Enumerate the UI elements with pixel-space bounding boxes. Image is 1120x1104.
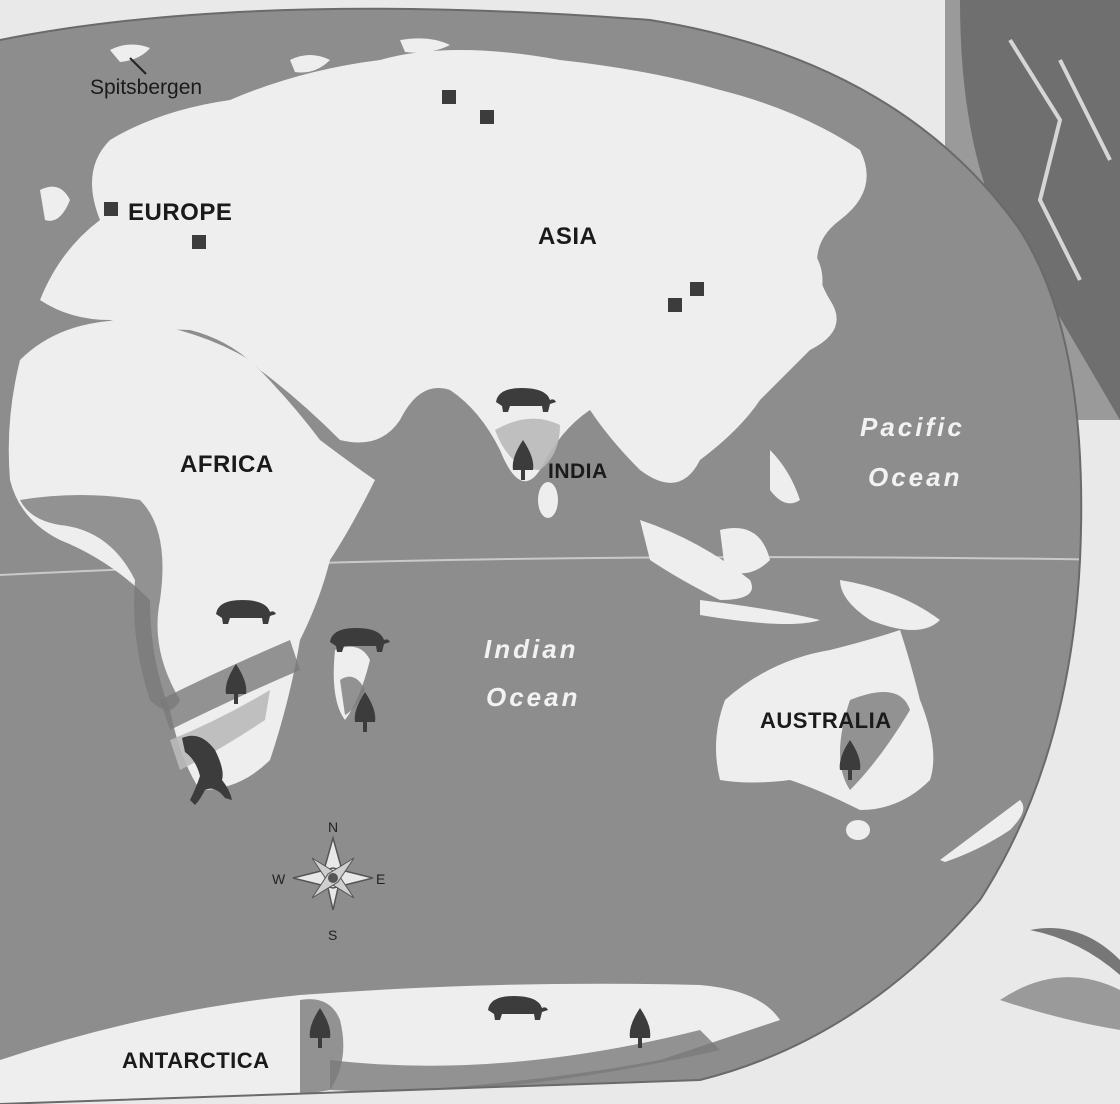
square-site-marker bbox=[668, 298, 682, 312]
square-site-marker bbox=[442, 90, 456, 104]
square-site-marker bbox=[690, 282, 704, 296]
globe-outline bbox=[0, 7, 1083, 1104]
eurasia-landmass bbox=[40, 50, 867, 483]
compass-s: S bbox=[328, 927, 337, 943]
label-europe: EUROPE bbox=[128, 199, 232, 226]
label-africa: AFRICA bbox=[180, 451, 274, 478]
compass-n: N bbox=[328, 819, 338, 835]
square-site-marker bbox=[480, 110, 494, 124]
label-spitsbergen: Spitsbergen bbox=[90, 76, 202, 99]
fossil-fern bbox=[1000, 977, 1120, 1030]
compass-w: W bbox=[272, 871, 286, 887]
label-india: INDIA bbox=[548, 460, 608, 483]
square-site-marker bbox=[104, 202, 118, 216]
fossil-band-africa bbox=[20, 495, 180, 710]
label-indian-line2: Ocean bbox=[486, 682, 581, 712]
label-asia: ASIA bbox=[538, 223, 597, 250]
label-indian-line1: Indian bbox=[484, 634, 579, 664]
antarctica-landmass bbox=[0, 983, 780, 1104]
label-antarctica: ANTARCTICA bbox=[122, 1048, 270, 1073]
fossil-band-india bbox=[495, 418, 560, 470]
reptile-fossil-icon bbox=[182, 735, 232, 805]
spitsbergen-pointer bbox=[129, 57, 147, 75]
compass-rose: N S E W bbox=[272, 819, 385, 943]
label-pacific-line1: Pacific bbox=[860, 412, 965, 442]
australia-landmass bbox=[716, 630, 934, 810]
square-site-marker bbox=[192, 235, 206, 249]
label-australia: AUSTRALIA bbox=[760, 708, 892, 733]
compass-e: E bbox=[376, 871, 385, 887]
label-pacific-line2: Ocean bbox=[868, 462, 963, 492]
